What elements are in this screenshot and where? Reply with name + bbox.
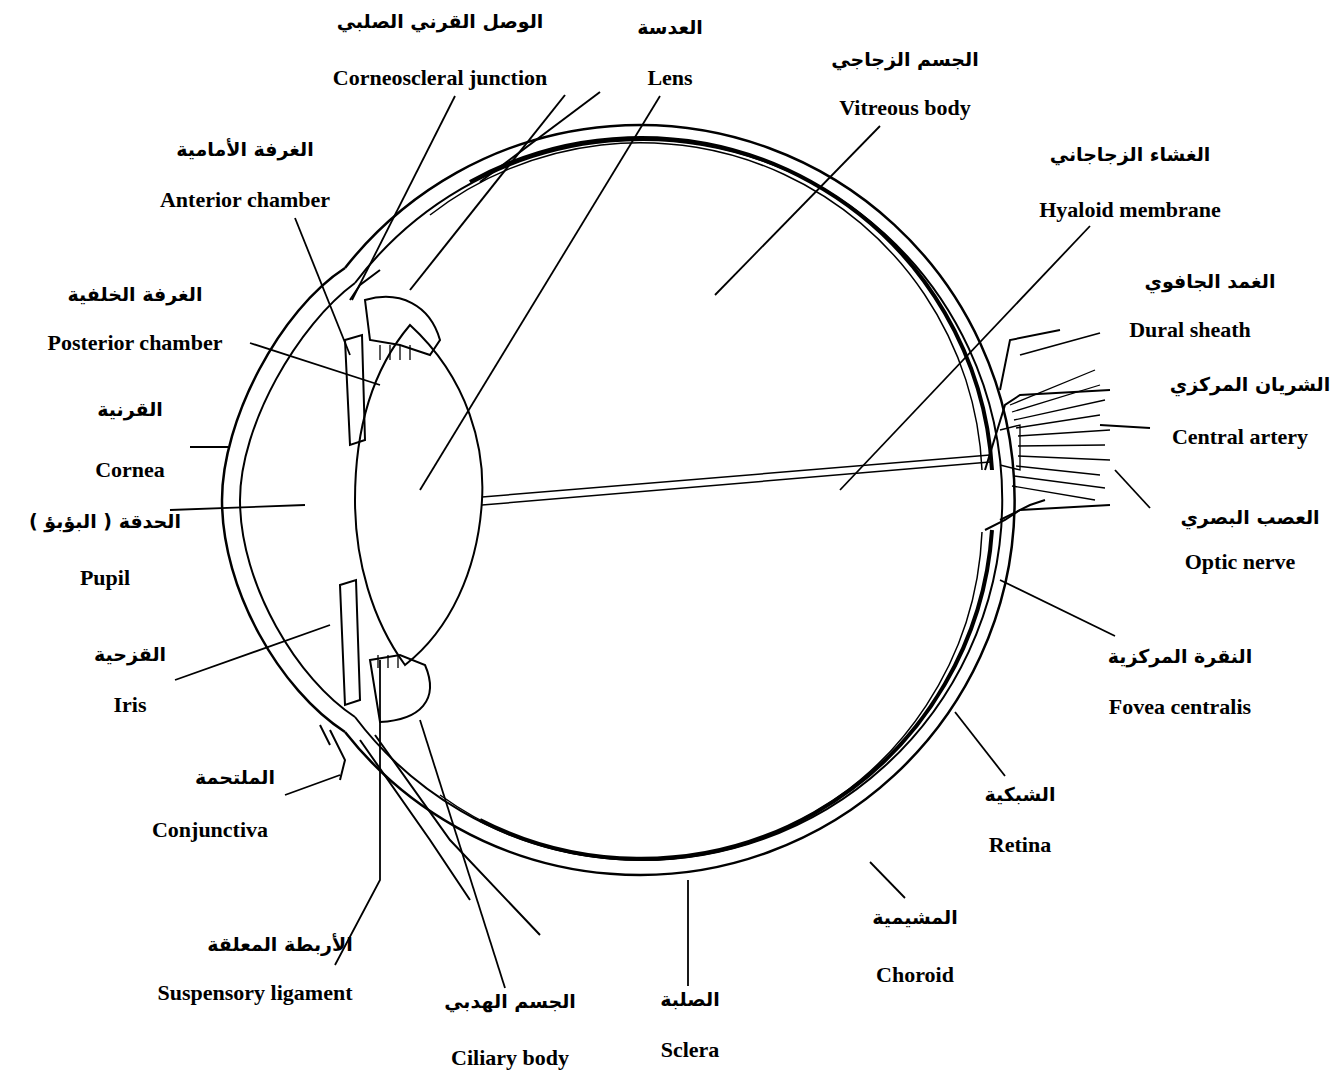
part-label: الأربطة المعلقة <box>205 934 354 956</box>
part-label: Corneoscleral junction <box>331 65 549 90</box>
part-label: Dural sheath <box>1127 317 1253 342</box>
part-label: الحدقة ( البؤبؤ ) <box>27 511 183 533</box>
part-label: Anterior chamber <box>158 187 332 212</box>
part-label: الشبكية <box>982 784 1057 806</box>
part-label: الصلبة <box>658 989 721 1011</box>
part-label: Lens <box>645 65 694 90</box>
part-label: القرنية <box>95 399 165 421</box>
part-label: Pupil <box>78 565 132 590</box>
part-label: Ciliary body <box>449 1045 571 1070</box>
part-label: Vitreous body <box>837 95 972 120</box>
part-label: الغشاء الزجاجاني <box>1048 144 1213 166</box>
part-label: Sclera <box>659 1037 722 1062</box>
part-label: العدسة <box>635 17 705 39</box>
part-label: الجسم الهدبي <box>442 991 578 1013</box>
part-label: Cornea <box>93 457 167 482</box>
part-label: النقرة المركزية <box>1106 646 1254 668</box>
part-label: الملتحمة <box>193 767 277 789</box>
part-label: القزحية <box>92 644 168 666</box>
part-label: Suspensory ligament <box>156 980 355 1005</box>
part-label: الجسم الزجاجي <box>829 49 980 71</box>
part-label: العصب البصري <box>1178 507 1321 529</box>
part-label: الغرفة الأمامية <box>174 139 315 161</box>
part-label: Hyaloid membrane <box>1037 197 1223 222</box>
part-label: Iris <box>112 692 149 717</box>
part-label: الغمد الجافوي <box>1143 271 1278 293</box>
part-label: الشريان المركزي <box>1168 374 1332 396</box>
part-label: Optic nerve <box>1183 549 1298 574</box>
part-label: Conjunctiva <box>150 817 270 842</box>
part-label: الوصل القرني الصلبي <box>335 11 546 33</box>
part-label: Retina <box>987 832 1053 857</box>
part-label: المشيمية <box>870 907 960 929</box>
part-label: Fovea centralis <box>1107 694 1253 719</box>
part-label: Posterior chamber <box>46 330 225 355</box>
part-label: الغرفة الخلفية <box>66 284 205 306</box>
part-label: Choroid <box>874 962 956 987</box>
part-label: Central artery <box>1170 424 1310 449</box>
